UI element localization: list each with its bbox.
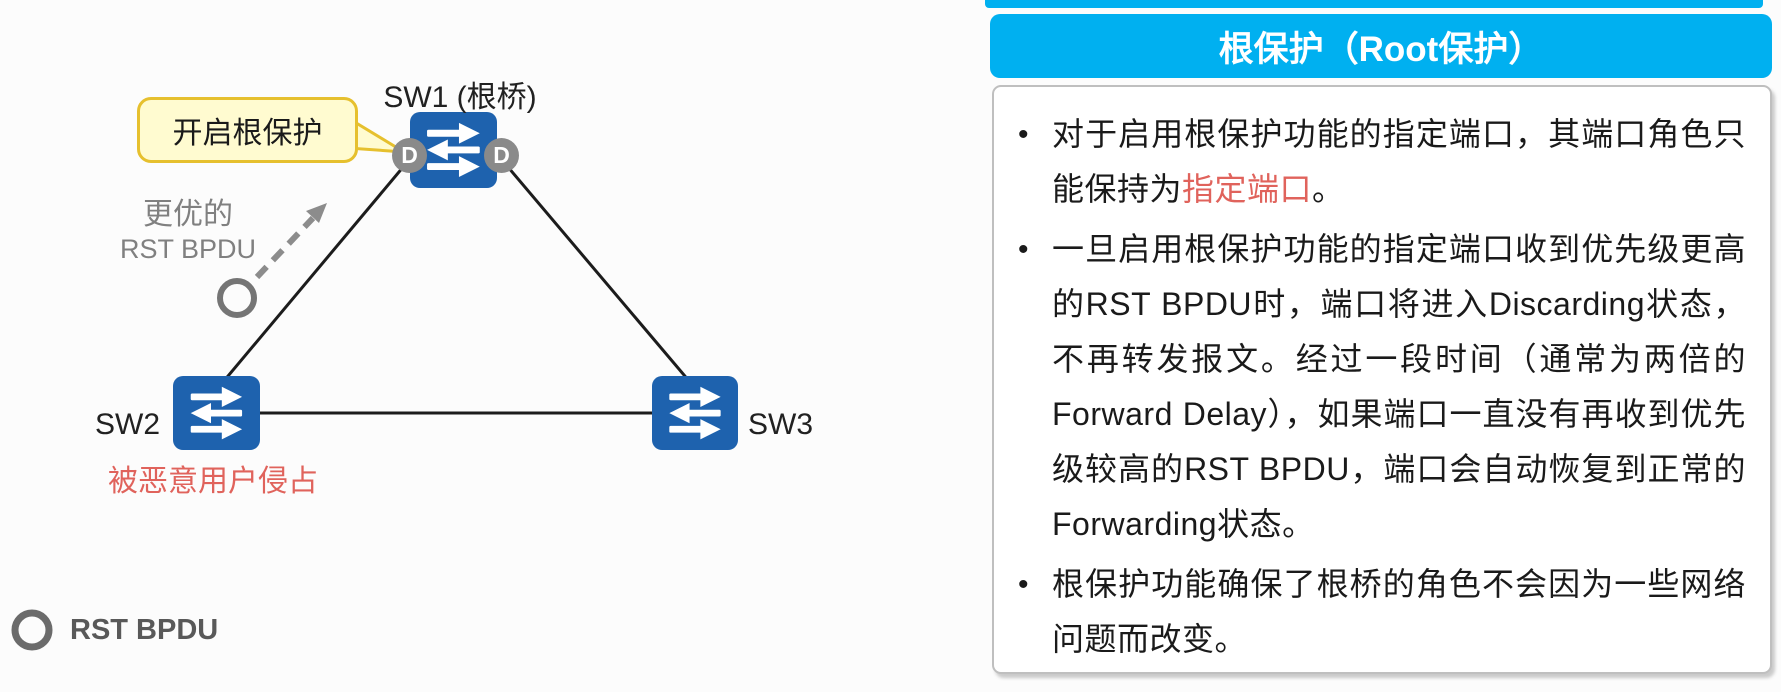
superior-bpdu-note-line1: 更优的 — [143, 198, 233, 231]
bullet-marker: • — [1018, 568, 1029, 601]
rst-bpdu-legend-icon — [11, 609, 53, 651]
sw1-label: SW1 (根桥) — [383, 81, 537, 114]
root-protection-callout: 开启根保护 — [137, 97, 358, 163]
bullet-text: 对于启用根保护功能的指定端口，其端口角色只能保持为指定端口。 — [1052, 116, 1746, 207]
superior-bpdu-note: 更优的 RST BPDU — [108, 196, 268, 265]
bullet-marker: • — [1018, 118, 1029, 151]
bpdu-arrow-shaft — [254, 215, 316, 280]
sw1-designated-port-left: D — [392, 138, 427, 173]
bullet-item: • 对于启用根保护功能的指定端口，其端口角色只能保持为指定端口。 — [1012, 107, 1746, 217]
bullet-text: 根保护功能确保了根桥的角色不会因为一些网络问题而改变。 — [1052, 566, 1746, 657]
panel-title: 根保护（Root保护） — [990, 14, 1772, 78]
sw3-label: SW3 — [748, 408, 814, 441]
bullet-item: • 一旦启用根保护功能的指定端口收到优先级更高的RST BPDU时，端口将进入Di… — [1012, 222, 1746, 552]
panel-body: • 对于启用根保护功能的指定端口，其端口角色只能保持为指定端口。 • 一旦启用根保护功… — [992, 85, 1772, 674]
superior-bpdu-note-line2: RST BPDU — [119, 234, 257, 264]
bullet-text: 一旦启用根保护功能的指定端口收到优先级更高的RST BPDU时，端口将进入Dis… — [1052, 231, 1746, 542]
bpdu-packet-icon — [217, 278, 257, 318]
legend: RST BPDU — [8, 606, 218, 654]
top-accent-strip — [985, 0, 1763, 8]
link-sw1-sw2 — [216, 159, 411, 389]
sw1-designated-port-right: D — [484, 138, 519, 173]
sw2-compromised-warning: 被恶意用户侵占 — [108, 465, 318, 498]
switch-sw3-icon — [652, 376, 738, 450]
bullet-marker: • — [1018, 233, 1029, 266]
bullet-item: • 根保护功能确保了根桥的角色不会因为一些网络问题而改变。 — [1012, 557, 1746, 667]
sw2-label: SW2 — [95, 408, 161, 441]
panel-bullets: • 对于启用根保护功能的指定端口，其端口角色只能保持为指定端口。 • 一旦启用根保护功… — [1012, 107, 1746, 667]
bpdu-arrow-head — [306, 203, 327, 223]
switch-sw2-icon — [173, 376, 260, 450]
legend-label: RST BPDU — [70, 613, 219, 646]
link-sw1-sw3 — [500, 159, 697, 389]
